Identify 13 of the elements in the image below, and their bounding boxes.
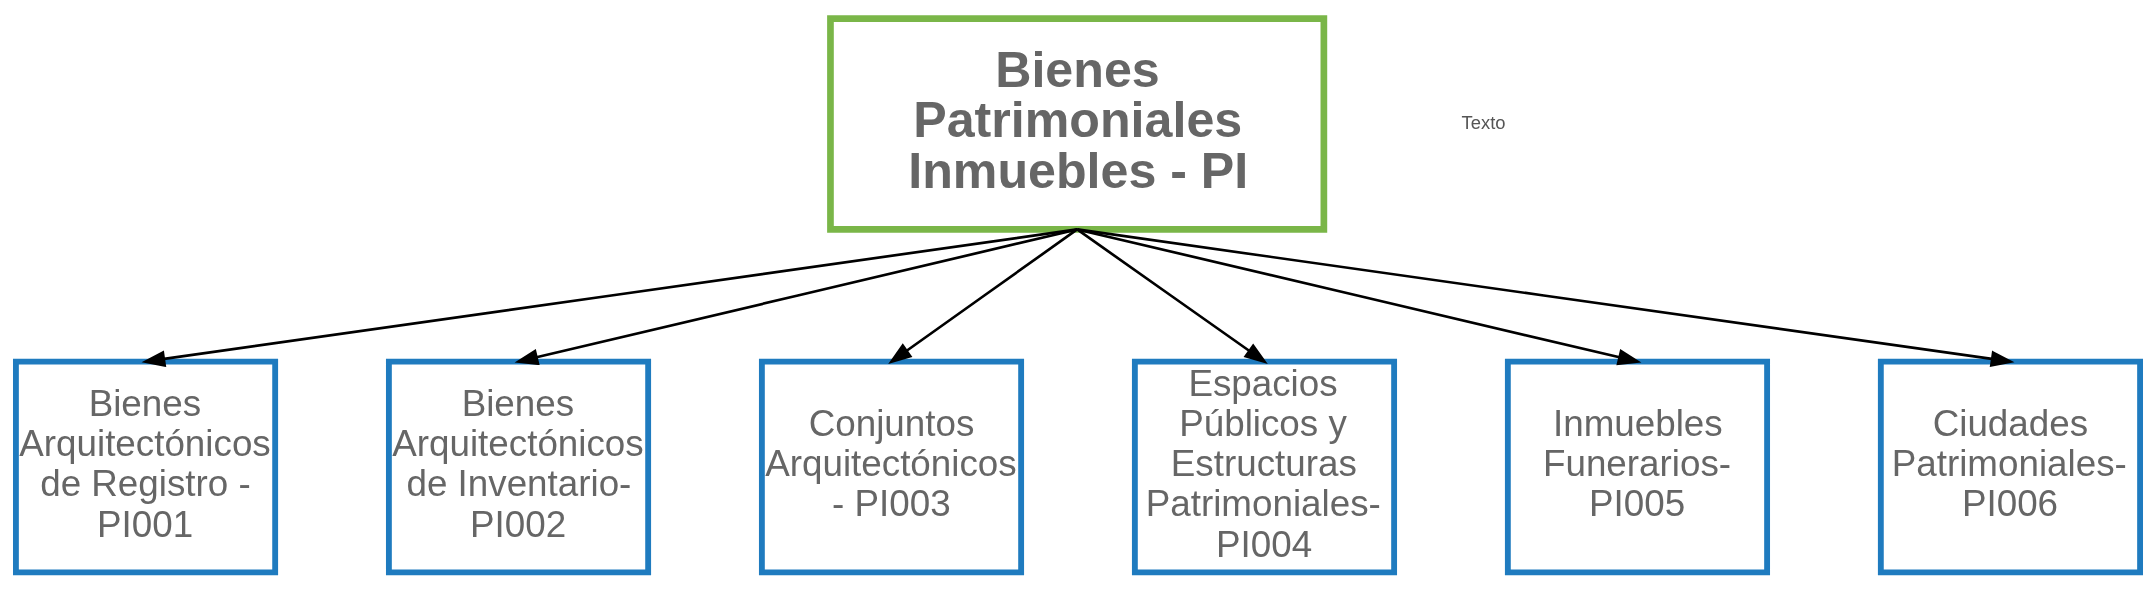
arrow <box>1076 227 2015 367</box>
node-box: Bienes Arquitectónicos de Registro - PI001 <box>13 358 279 575</box>
node-box: Bienes Arquitectónicos de Inventario- PI002 <box>385 358 652 575</box>
node-box: Bienes Patrimoniales Inmuebles - PI <box>827 14 1328 233</box>
node-box: Inmuebles Funerarios- PI005 <box>1504 358 1771 575</box>
node-box: Espacios Públicos y Estructuras Patrimoniales- PI004 <box>1131 358 1398 575</box>
label: Texto <box>1461 111 1506 133</box>
node-box: Ciudades Patrimoniales- PI006 <box>1877 358 2143 575</box>
arrow <box>141 227 1078 367</box>
node-box: Conjuntos Arquitectónicos - PI003 <box>758 358 1025 575</box>
arrow <box>1076 227 1642 365</box>
arrow <box>514 227 1078 365</box>
arrow <box>1076 227 1268 364</box>
